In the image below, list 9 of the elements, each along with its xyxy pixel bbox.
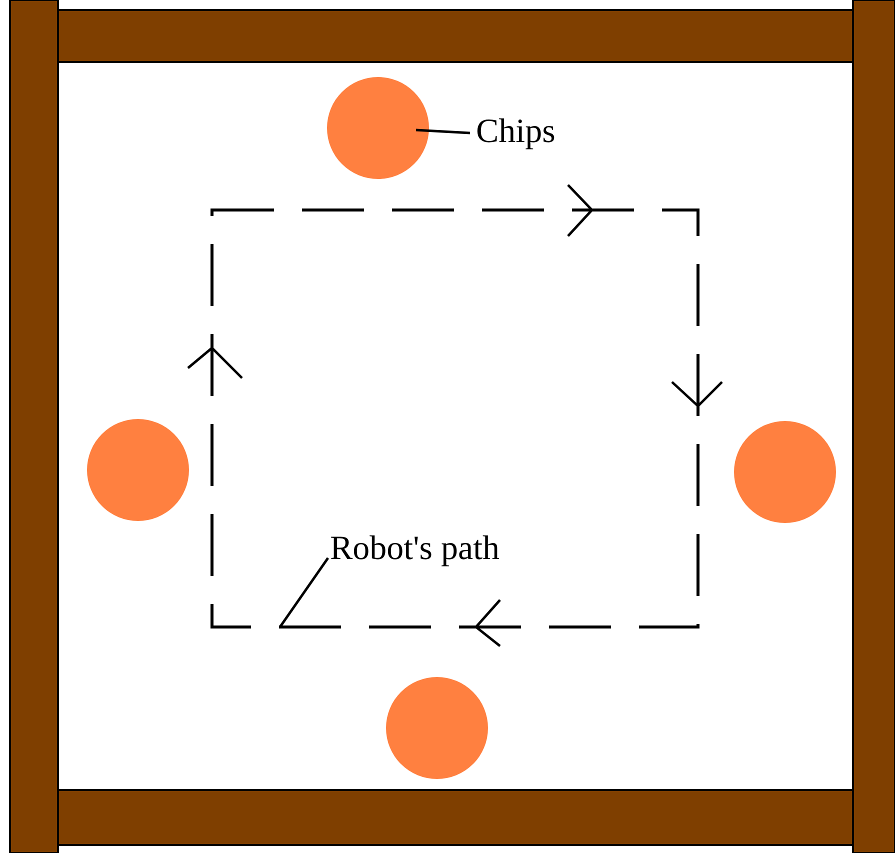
label-text: Robot's path (330, 530, 500, 568)
leader-line (278, 557, 330, 628)
robot-path-loop (212, 210, 698, 627)
chip-circle (327, 77, 429, 179)
chip-circle (87, 419, 189, 521)
chip-circle (386, 677, 488, 779)
chip-circle (734, 421, 836, 523)
leader-line (416, 128, 470, 134)
label-text: Chips (476, 113, 556, 150)
